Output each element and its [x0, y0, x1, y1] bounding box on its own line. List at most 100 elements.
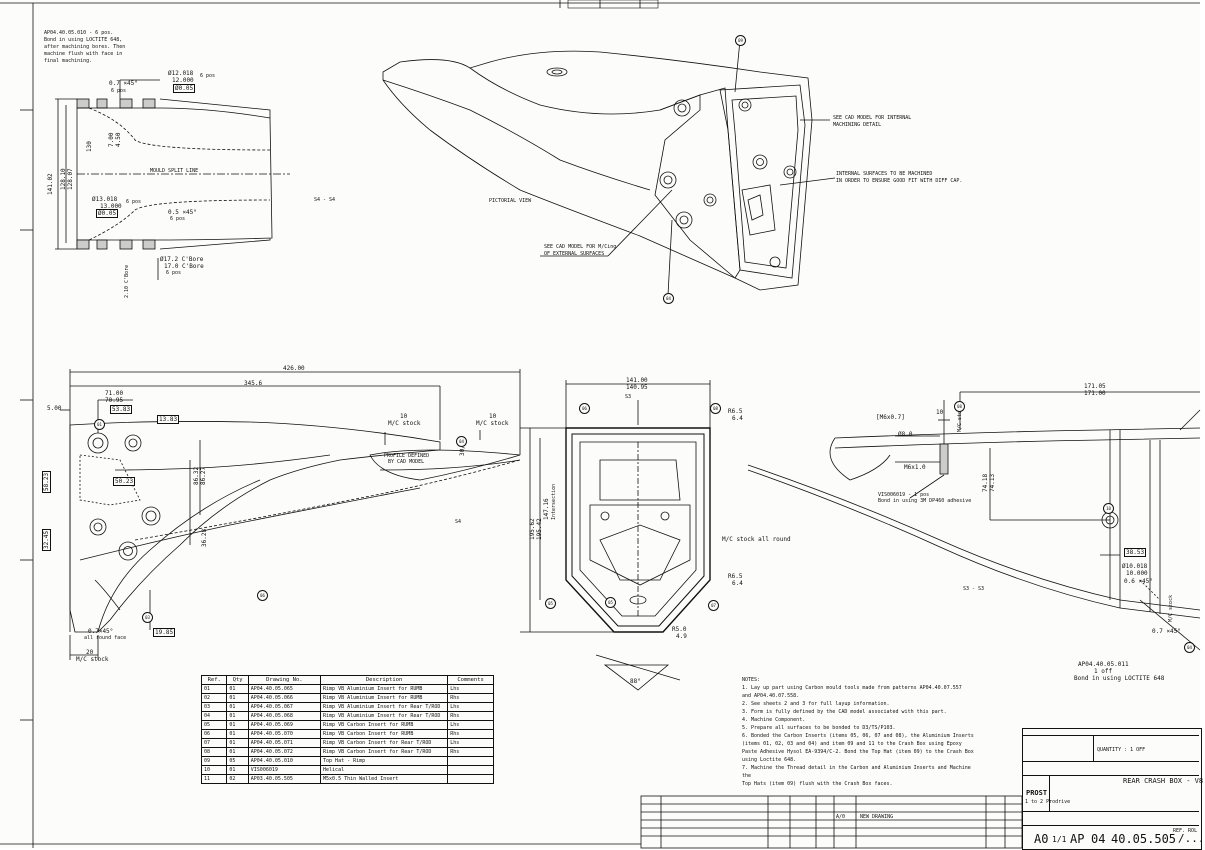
sheet-number: 1/1: [1052, 835, 1067, 844]
cell-comments: Lhs: [447, 684, 494, 694]
cell-comments: Rhs: [447, 711, 494, 721]
parts-table-header: Ref. Qty Drawing No. Description Comment…: [200, 675, 494, 685]
cell-ref: 08: [200, 747, 228, 757]
balloon-item: 08: [954, 401, 965, 412]
dim-1985: 19.85: [153, 628, 176, 637]
note-line: 4. Machine Component.: [742, 717, 806, 723]
dim-r65a2: 6.4: [732, 415, 743, 422]
stock-10a: 10: [400, 413, 408, 420]
cell-description: Rimp VB Carbon Insert for Rear T/ROD: [320, 738, 449, 748]
cell-ref: 02: [200, 693, 228, 703]
note-line: 1. Lay up part using Carbon mould tools …: [742, 685, 962, 691]
balloon-item: 04: [456, 436, 467, 447]
dim-3853: 38.53: [1124, 548, 1147, 557]
balloon-item: 07: [708, 600, 719, 611]
balloon-item: 03: [142, 612, 153, 623]
stock-20: 20: [86, 649, 94, 656]
cell-description: Rimp VB Carbon Insert for Rear T/ROD: [320, 747, 449, 757]
stock-10b-label: M/C stock: [476, 420, 509, 427]
dim-19542: 195.42: [536, 518, 543, 540]
internal-surfaces-note-2: IN ORDER TO ENSURE GOOD FIT WITH DIFF CA…: [836, 178, 963, 184]
cell-comments: Lhs: [447, 738, 494, 748]
balloon-item: 01: [94, 419, 105, 430]
cell-ref: 06: [200, 729, 228, 739]
pictorial-view-label: PICTORIAL VIEW: [489, 198, 532, 204]
note-line: 7. Machine the Thread detail in the Carb…: [742, 765, 971, 779]
dim-r65b2: 6.4: [732, 580, 743, 587]
dim-5023: 50.23: [113, 477, 136, 486]
note-line: and AP04.40.07.558.: [742, 693, 800, 699]
cell-qty: 01: [226, 711, 249, 721]
general-notes: NOTES: 1. Lay up part using Carbon mould…: [742, 676, 982, 788]
dim-r65a: R6.5: [728, 408, 743, 415]
dim-5823: 58.23: [42, 470, 51, 493]
note-line: Top Hats (item 09) flush with the Crash …: [742, 781, 893, 787]
cell-description: M5x0.5 Thin Walled Insert: [320, 774, 449, 784]
title-block-tolerances: [1023, 735, 1094, 762]
dim-210: 2.10 C'Bore: [124, 264, 130, 298]
cell-ref: 07: [200, 738, 228, 748]
detail-view-s3: [747, 391, 1201, 651]
cell-description: Rimp VB Carbon Insert for RUMB: [320, 729, 449, 739]
dim-pos-top-b: 6 pos: [200, 73, 216, 79]
rev-letter: A/0: [836, 814, 846, 820]
drawing-number-a: 04: [1091, 832, 1106, 846]
balloon-item: 10: [1103, 503, 1114, 514]
dim-345: 345.6: [244, 380, 263, 387]
company-line: 1 to 2 Prodrive: [1025, 799, 1071, 805]
cell-drawing-no: AP04.40.05.010: [247, 756, 322, 766]
title-block-material: [1093, 735, 1199, 762]
dim-r50b: 4.9: [676, 633, 687, 640]
cell-comments: [447, 756, 494, 766]
cell-drawing-no: AP04.40.05.071: [247, 738, 322, 748]
dim-r65b: R6.5: [728, 573, 743, 580]
dim-pos-bot: 6 pos: [126, 199, 142, 205]
dim-8627: 86.27: [200, 466, 207, 485]
internal-surfaces-note-1: INTERNAL SURFACES TO BE MACHINED: [836, 171, 933, 177]
note-line: using Loctite 648.: [742, 757, 797, 763]
col-qty: Qty: [226, 675, 249, 685]
cad-internal-note-1: SEE CAD MODEL FOR INTERNAL: [833, 115, 912, 121]
dim-chamfer-bot: 0.5 ×45°: [168, 209, 197, 216]
profile-note-1: PROFILE DEFINED: [384, 453, 430, 459]
cell-description: Rimp VB Aluminium Insert for Rear T/ROD: [320, 711, 449, 721]
cell-qty: 02: [226, 774, 249, 784]
dim-phi10a: Ø10.018: [1122, 563, 1148, 570]
top-hat-note-4: machine flush with face in: [44, 51, 123, 57]
top-hat-note-3: after machining bores. Then: [44, 44, 126, 50]
section-view-s3: [520, 380, 711, 691]
cell-drawing-no: AP04.40.05.068: [247, 711, 322, 721]
dim-07x45-detail: 0.7 ×45°: [1152, 628, 1181, 635]
dim-141-front-a: 141.00: [626, 377, 648, 384]
dim-71a: 71.00: [105, 390, 124, 397]
pictorial-view: [382, 39, 836, 296]
cell-ref: 05: [200, 720, 228, 730]
intersection-label: Intersection: [551, 483, 557, 520]
dim-chamfer-top: 0.7 ×45°: [109, 80, 138, 87]
cad-external-note-2: OF EXTERNAL SURFACES: [544, 251, 605, 257]
logo-cell: [1023, 775, 1050, 812]
dim-phi8: Ø8.0: [898, 431, 913, 438]
stock-right-detail: M/C stock: [1168, 594, 1174, 622]
dim-3245: 32.45: [42, 528, 51, 551]
cell-description: Top Hat - Rimp: [320, 756, 449, 766]
cell-comments: [447, 774, 494, 784]
note-line: Paste Adhesive Hysol EA-9394/C-2. Bond t…: [742, 749, 974, 755]
vis-note: VIS006019 - 1 pos: [878, 492, 930, 498]
cell-ref: 04: [200, 711, 228, 721]
col-description: Description: [320, 675, 449, 685]
cad-external-note-1: SEE CAD MODEL FOR M/Cing: [544, 244, 617, 250]
title-block-header: [1023, 729, 1199, 736]
sheet-size: A0: [1034, 832, 1049, 846]
note-line: (items 01, 02, 03 and 04) and item 09 an…: [742, 741, 962, 747]
cell-qty: 01: [226, 693, 249, 703]
cell-qty: 01: [226, 729, 249, 739]
cell-comments: [447, 765, 494, 775]
dim-5: 5.00: [47, 405, 62, 412]
cell-comments: Rhs: [447, 729, 494, 739]
